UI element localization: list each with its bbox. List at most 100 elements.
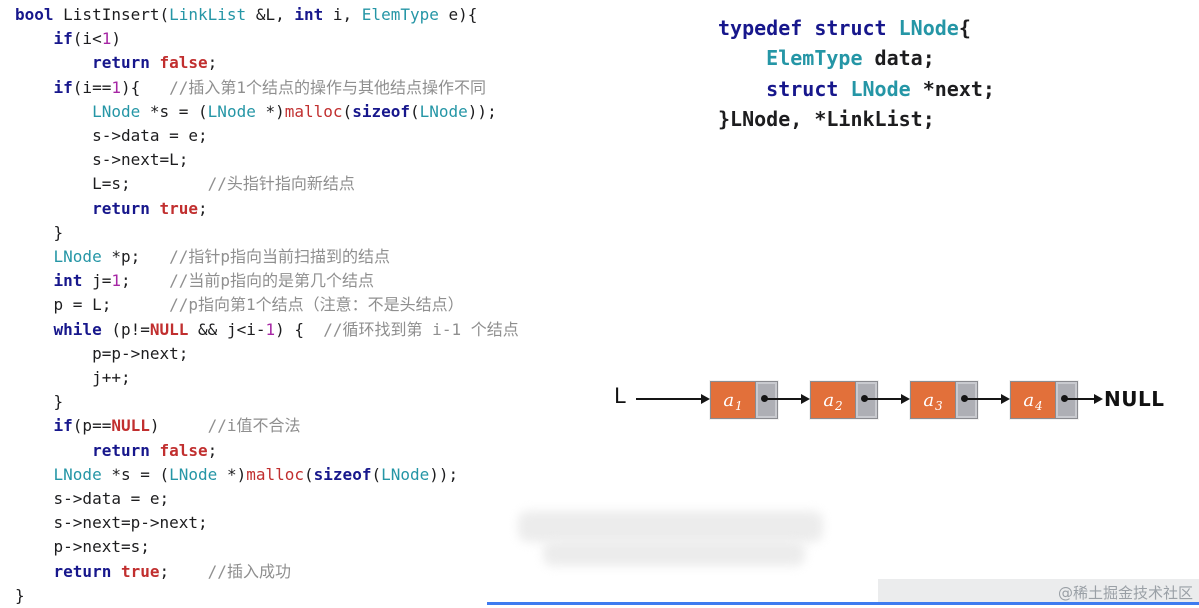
- code-token-kw: typedef: [718, 16, 803, 40]
- code-token-ty: LNode: [898, 16, 959, 40]
- code-token-li: false: [159, 440, 208, 460]
- code-token-pl: *next;: [910, 76, 995, 101]
- node-label-base: a: [923, 389, 935, 411]
- code-token-ty: LNode: [92, 101, 141, 121]
- code-token-kw: return: [92, 440, 150, 460]
- code-line: bool ListInsert(LinkList &L, int i, Elem…: [15, 3, 519, 27]
- code-token-pl: p = L;: [15, 295, 170, 315]
- code-token-co: //当前p指向的是第几个结点: [169, 271, 375, 291]
- code-token-kw: if: [53, 29, 73, 49]
- code-token-pl: ): [111, 29, 121, 49]
- code-token-ty: ElemType: [766, 46, 863, 71]
- code-token-pl: }: [15, 392, 64, 412]
- pointer-origin-dot: [1061, 395, 1068, 402]
- code-token-pl: ListInsert(: [53, 5, 170, 24]
- code-line: p = L; //p指向第1个结点（注意：不是头结点）: [15, 293, 519, 317]
- code-line: L=s; //头指针指向新结点: [15, 172, 519, 196]
- code-token-pl: ;: [207, 53, 218, 73]
- code-token-pl: &L,: [246, 5, 295, 24]
- code-token-pl: ;: [198, 198, 208, 218]
- code-token-pl: ;: [207, 440, 218, 460]
- code-line: ElemType data;: [718, 43, 995, 73]
- code-line: struct LNode *next;: [718, 74, 995, 104]
- code-token-pl: (: [371, 464, 382, 484]
- code-token-nu: 1: [111, 271, 121, 291]
- code-line: }LNode, *LinkList;: [718, 104, 995, 134]
- code-token-pl: [838, 77, 850, 101]
- code-line: int j=1; //当前p指向的是第几个结点: [15, 269, 519, 293]
- watermark-text: @稀土掘金技术社区: [1057, 583, 1193, 602]
- code-token-pl: [15, 29, 54, 48]
- code-token-kw: sizeof: [313, 464, 372, 484]
- arrow-line: [765, 398, 801, 400]
- code-token-pl: ));: [467, 101, 497, 121]
- code-token-pl: (: [409, 101, 420, 121]
- code-token-pl: [150, 199, 160, 218]
- code-token-pl: [15, 271, 54, 290]
- code-token-pl: [150, 441, 160, 460]
- code-token-pl: && j<i-: [188, 319, 266, 339]
- code-line: if(p==NULL) //i值不合法: [15, 414, 519, 438]
- code-token-pl: *): [255, 101, 285, 121]
- node-label-subscript: 3: [935, 399, 943, 413]
- code-token-pl: ): [149, 416, 208, 436]
- code-token-kw: return: [53, 561, 112, 581]
- code-token-ty: LNode: [53, 464, 102, 484]
- code-token-pl: }: [15, 222, 64, 242]
- code-token-kw: if: [53, 416, 73, 436]
- code-token-pl: s->data = e;: [15, 489, 170, 509]
- code-token-pl: [15, 465, 54, 484]
- code-token-pl: {: [958, 16, 971, 40]
- code-token-pl: e){: [438, 5, 478, 24]
- code-line: return true;: [15, 197, 519, 221]
- code-token-pl: p=p->next;: [15, 343, 189, 363]
- blurred-watermark: [543, 540, 805, 566]
- code-line: LNode *p; //指针p指向当前扫描到的结点: [15, 245, 519, 269]
- code-token-pl: j++;: [15, 368, 131, 388]
- code-token-pl: [15, 102, 92, 121]
- code-token-pl: [15, 247, 54, 266]
- code-token-pl: ) {: [275, 319, 324, 339]
- node-label-base: a: [823, 389, 835, 411]
- code-token-kw: return: [92, 198, 150, 218]
- code-token-ty: LNode: [53, 247, 102, 267]
- code-token-pl: [15, 441, 92, 460]
- code-token-co: //i值不合法: [207, 416, 301, 436]
- code-token-li: false: [159, 53, 208, 73]
- code-token-pl: data;: [862, 46, 935, 71]
- pointer-origin-dot: [761, 395, 768, 402]
- code-token-pl: [15, 78, 54, 97]
- code-token-pl: s->next=p->next;: [15, 513, 208, 533]
- code-token-kw: sizeof: [352, 101, 410, 121]
- code-token-ty: LNode: [169, 464, 218, 484]
- code-token-pl: *): [217, 464, 247, 484]
- code-token-li: NULL: [111, 416, 150, 436]
- code-line: typedef struct LNode{: [718, 13, 995, 43]
- code-token-co: //头指针指向新结点: [207, 174, 355, 194]
- node-label-subscript: 4: [1035, 399, 1043, 413]
- code-token-pl: [15, 53, 92, 72]
- code-token-fn: malloc: [246, 464, 305, 484]
- code-token-pl: (: [304, 464, 314, 484]
- arrow-line: [965, 398, 1001, 400]
- code-token-pl: [718, 77, 766, 101]
- code-token-pl: [802, 16, 814, 40]
- code-token-pl: [887, 16, 899, 40]
- code-token-pl: ;: [159, 561, 208, 581]
- null-label: NULL: [1104, 387, 1165, 411]
- code-line: if(i==1){ //插入第1个结点的操作与其他结点操作不同: [15, 76, 519, 100]
- arrow-head-icon: [1001, 394, 1010, 404]
- code-block-listinsert: bool ListInsert(LinkList &L, int i, Elem…: [15, 3, 519, 608]
- code-token-pl: p->next=s;: [15, 537, 150, 557]
- code-token-pl: [15, 320, 54, 339]
- code-token-pl: }LNode, *LinkList;: [718, 107, 935, 132]
- code-token-kw: int: [53, 271, 83, 291]
- code-token-nu: 1: [265, 319, 276, 339]
- code-line: p->next=s;: [15, 535, 519, 559]
